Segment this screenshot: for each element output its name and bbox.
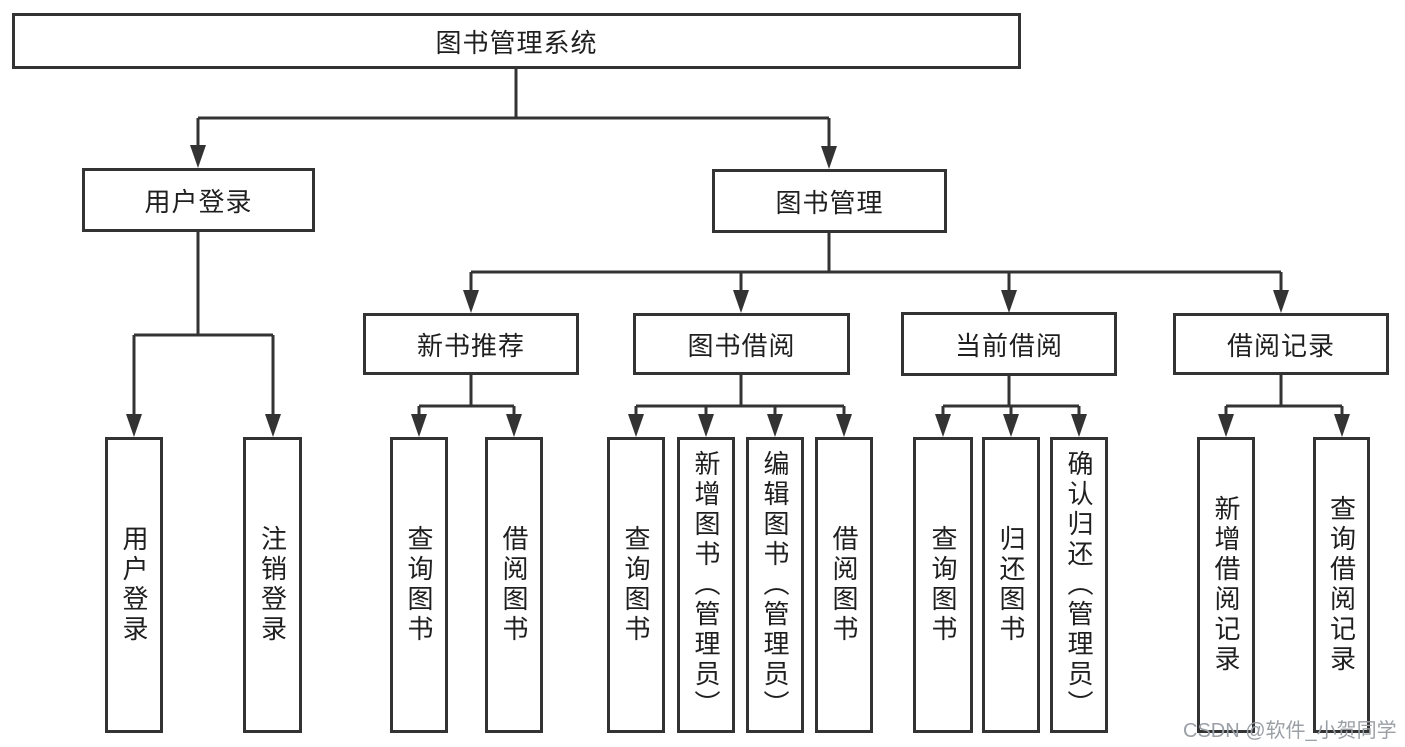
- arrowheads: [126, 145, 1350, 437]
- leaf-cb-query-books: 查询图书: [913, 437, 973, 733]
- node-book-borrowing: 图书借阅: [633, 313, 850, 375]
- leaf-cb-query-books-label: 查询图书: [928, 525, 958, 645]
- node-user-login: 用户登录: [82, 168, 315, 232]
- leaf-bb-edit-books-admin: 编辑图书（管理员）: [746, 437, 804, 733]
- leaf-br-query-record-label: 查询借阅记录: [1326, 495, 1357, 675]
- leaf-bb-borrow-books-label: 借阅图书: [829, 525, 859, 645]
- leaf-bb-query-books-label: 查询图书: [621, 525, 651, 645]
- leaf-logout-label: 注销登录: [257, 525, 288, 645]
- leaf-cb-confirm-return-admin: 确认归还（管理员）: [1050, 437, 1108, 733]
- leaf-cb-return-books-label: 归还图书: [996, 525, 1026, 645]
- leaf-nbr-query-books: 查询图书: [390, 437, 448, 733]
- leaf-bb-borrow-books: 借阅图书: [815, 437, 873, 733]
- node-current-borrowing: 当前借阅: [901, 312, 1117, 376]
- node-root: 图书管理系统: [12, 13, 1021, 69]
- leaf-cb-confirm-return-admin-label: 确认归还（管理员）: [1064, 450, 1094, 720]
- leaf-nbr-borrow-books: 借阅图书: [485, 437, 543, 733]
- csdn-watermark: CSDN @软件_小贺同学: [1183, 720, 1397, 742]
- leaf-cb-return-books: 归还图书: [982, 437, 1040, 733]
- leaf-user-login-label: 用户登录: [119, 525, 149, 645]
- leaf-bb-query-books: 查询图书: [607, 437, 665, 733]
- leaf-br-add-record: 新增借阅记录: [1197, 437, 1255, 733]
- leaf-nbr-borrow-books-label: 借阅图书: [499, 525, 529, 645]
- node-book-management: 图书管理: [712, 169, 947, 233]
- leaf-logout: 注销登录: [243, 437, 302, 733]
- node-borrowing-records: 借阅记录: [1173, 313, 1389, 375]
- leaf-user-login: 用户登录: [105, 437, 163, 733]
- leaf-nbr-query-books-label: 查询图书: [404, 525, 434, 645]
- node-new-book-recommend: 新书推荐: [363, 313, 579, 375]
- leaf-br-query-record: 查询借阅记录: [1313, 437, 1370, 733]
- leaf-br-add-record-label: 新增借阅记录: [1211, 495, 1241, 675]
- leaf-bb-edit-books-admin-label: 编辑图书（管理员）: [760, 450, 790, 720]
- leaf-bb-add-books-admin: 新增图书（管理员）: [677, 437, 735, 733]
- leaf-bb-add-books-admin-label: 新增图书（管理员）: [691, 450, 721, 720]
